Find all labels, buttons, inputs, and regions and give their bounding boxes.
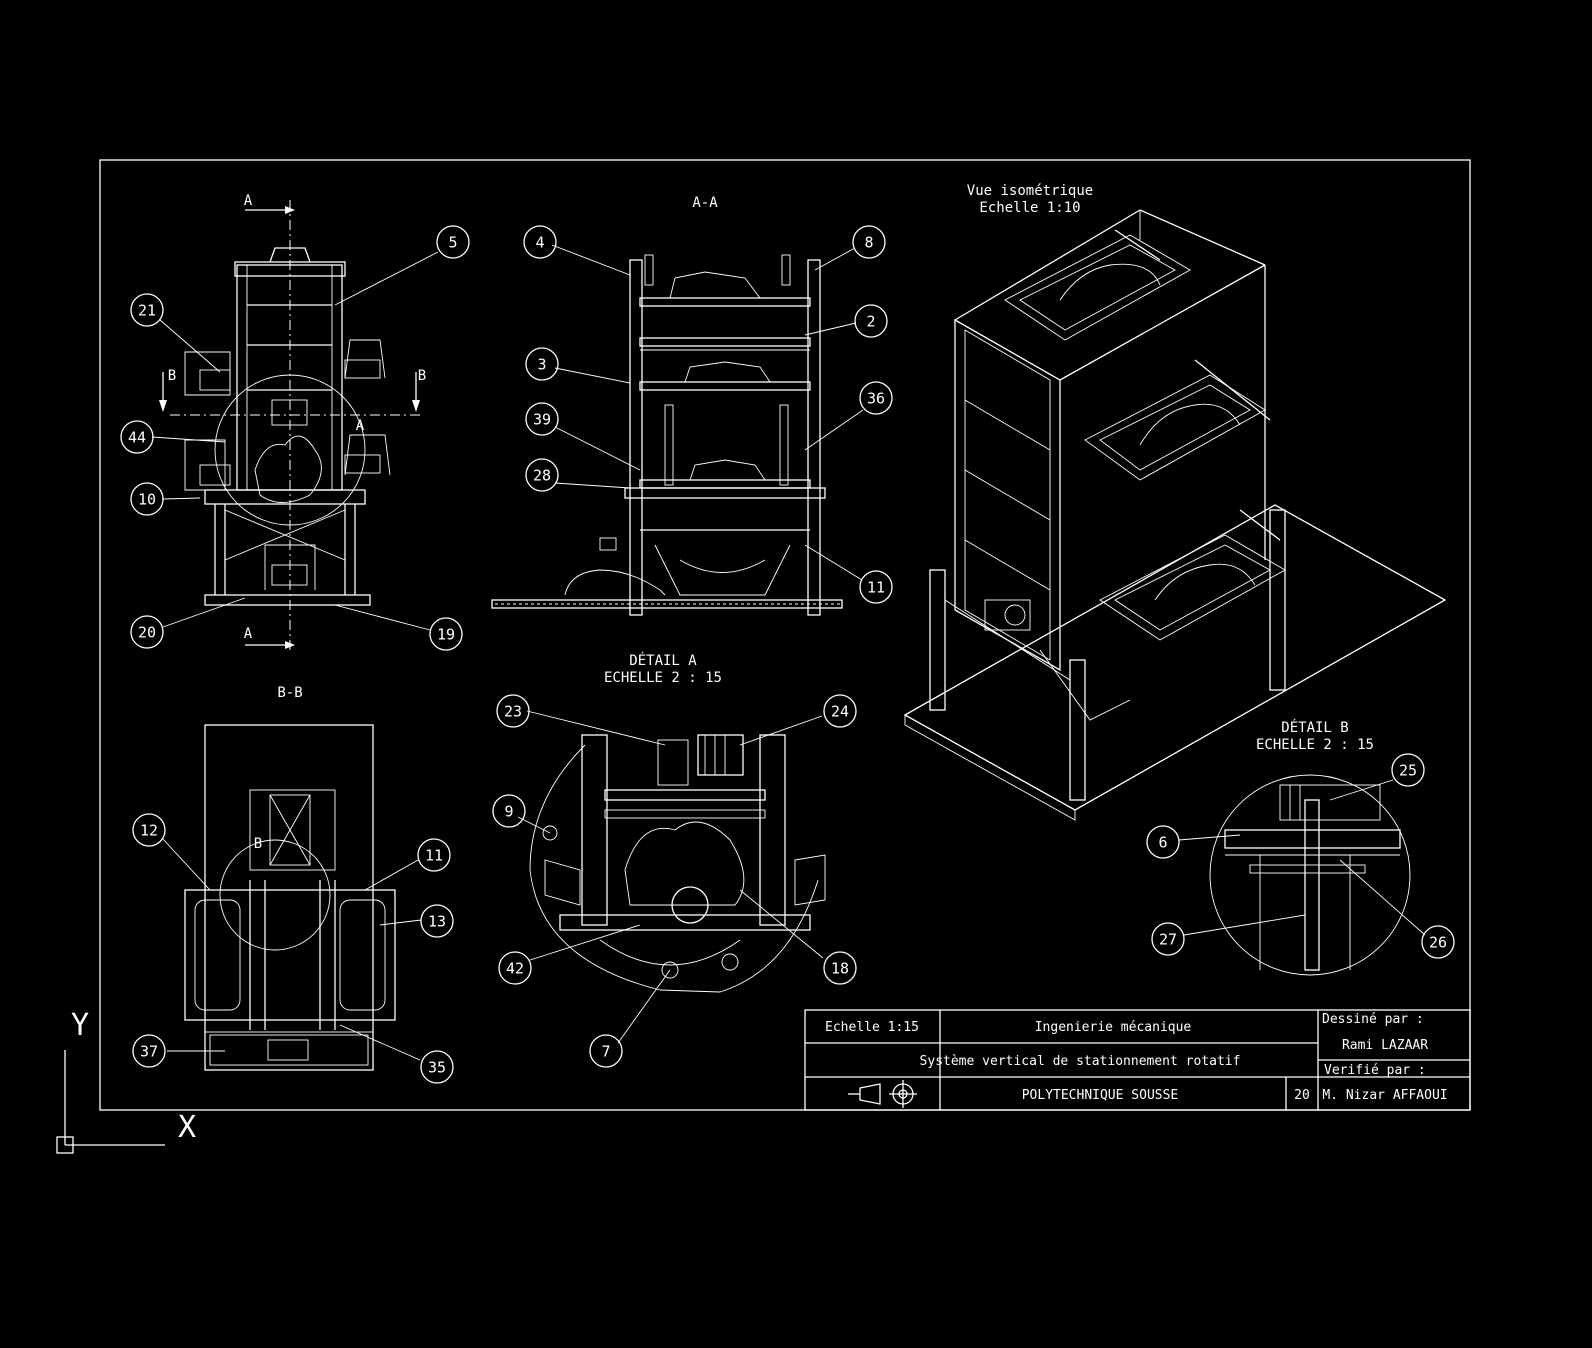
svg-text:5: 5 (448, 234, 457, 252)
balloon: 28 (525, 458, 559, 492)
svg-text:23: 23 (504, 703, 522, 721)
balloon: 7 (589, 1034, 623, 1068)
cut-b-label-right: B (418, 368, 426, 384)
detail-b-title-1: DÉTAIL B (1281, 719, 1348, 736)
balloon: 11 (859, 570, 893, 604)
projection-symbol-icon (848, 1080, 917, 1108)
svg-text:8: 8 (864, 234, 873, 252)
drawn-by-name: Rami LAZAAR (1342, 1038, 1428, 1053)
svg-text:10: 10 (138, 491, 156, 509)
sheet-number: 20 (1294, 1088, 1310, 1103)
svg-text:35: 35 (428, 1059, 446, 1077)
svg-text:11: 11 (867, 579, 885, 597)
balloon: 11 (417, 838, 451, 872)
balloon: 10 (130, 482, 164, 516)
cut-a-label-top: A (244, 193, 253, 209)
leader-lines (151, 244, 1426, 1061)
balloon: 44 (120, 420, 154, 454)
balloon: 9 (492, 794, 526, 828)
checked-by-name: M. Nizar AFFAOUI (1322, 1088, 1447, 1103)
balloon: 19 (429, 617, 463, 651)
svg-text:2: 2 (866, 313, 875, 331)
detail-b-marker: B (254, 836, 262, 852)
balloon: 12 (132, 813, 166, 847)
svg-text:18: 18 (831, 960, 849, 978)
detail-b-view: DÉTAIL B ECHELLE 2 : 15 (1209, 719, 1411, 976)
balloon: 2 (854, 304, 888, 338)
svg-text:25: 25 (1399, 762, 1417, 780)
balloon: 36 (859, 381, 893, 415)
balloon: 24 (823, 694, 857, 728)
svg-text:11: 11 (425, 847, 443, 865)
balloon: 5 (436, 225, 470, 259)
svg-text:19: 19 (437, 626, 455, 644)
svg-text:20: 20 (138, 624, 156, 642)
svg-text:44: 44 (128, 429, 146, 447)
svg-text:6: 6 (1158, 834, 1167, 852)
balloon: 13 (420, 904, 454, 938)
school-text: POLYTECHNIQUE SOUSSE (1022, 1088, 1179, 1103)
balloon: 6 (1146, 825, 1180, 859)
svg-text:21: 21 (138, 302, 156, 320)
section-aa-title: A-A (692, 195, 718, 211)
balloon: 20 (130, 615, 164, 649)
balloon: 42 (498, 951, 532, 985)
balloon: 3 (525, 347, 559, 381)
detail-b-title-2: ECHELLE 2 : 15 (1256, 737, 1374, 753)
svg-text:3: 3 (537, 356, 546, 374)
svg-text:37: 37 (140, 1043, 158, 1061)
svg-text:28: 28 (533, 467, 551, 485)
title-block: Echelle 1:15 Ingenierie mécanique Systèm… (804, 1009, 1471, 1111)
svg-text:27: 27 (1159, 931, 1177, 949)
drawn-by-label: Dessiné par : (1322, 1012, 1424, 1027)
cut-b-label-left: B (168, 368, 176, 384)
drawing-frame (99, 159, 1471, 1111)
iso-title-2: Echelle 1:10 (979, 200, 1080, 216)
section-bb-view: B-B B (184, 685, 396, 1071)
section-aa-view: A-A (491, 195, 843, 616)
balloon: 35 (420, 1050, 454, 1084)
balloon: 25 (1391, 753, 1425, 787)
balloon: 8 (852, 225, 886, 259)
drawing-title: Système vertical de stationnement rotati… (920, 1054, 1241, 1069)
balloon: 39 (525, 402, 559, 436)
detail-a-title-2: ECHELLE 2 : 15 (604, 670, 722, 686)
scale-text: Echelle 1:15 (825, 1020, 919, 1035)
ucs-x-label: X (178, 1110, 196, 1145)
svg-text:13: 13 (428, 913, 446, 931)
svg-text:24: 24 (831, 703, 849, 721)
front-view: A A B B A (159, 193, 426, 650)
balloon: 23 (496, 694, 530, 728)
isometric-view: Vue isométrique Echelle 1:10 (903, 183, 1447, 821)
svg-text:12: 12 (140, 822, 158, 840)
balloon: 37 (132, 1034, 166, 1068)
detail-a-marker: A (356, 418, 365, 434)
balloon: 18 (823, 951, 857, 985)
svg-text:39: 39 (533, 411, 551, 429)
balloon: 27 (1151, 922, 1185, 956)
svg-text:9: 9 (504, 803, 513, 821)
svg-text:42: 42 (506, 960, 524, 978)
balloons: 5 21 44 10 20 19 4 8 2 3 36 39 28 11 12 … (120, 225, 1455, 1084)
ucs-y-label: Y (71, 1008, 89, 1043)
balloon: 26 (1421, 925, 1455, 959)
cut-a-label-bottom: A (244, 626, 253, 642)
svg-text:7: 7 (601, 1043, 610, 1061)
detail-a-title-1: DÉTAIL A (629, 652, 697, 669)
section-bb-title: B-B (277, 685, 302, 701)
svg-text:4: 4 (535, 234, 544, 252)
svg-text:26: 26 (1429, 934, 1447, 952)
balloon: 21 (130, 293, 164, 327)
iso-title-1: Vue isométrique (967, 183, 1093, 199)
svg-text:36: 36 (867, 390, 885, 408)
checked-by-label: Verifié par : (1324, 1063, 1426, 1078)
ucs-icon: Y X (56, 1008, 196, 1154)
discipline-text: Ingenierie mécanique (1035, 1020, 1192, 1035)
detail-a-view: DÉTAIL A ECHELLE 2 : 15 (529, 652, 826, 993)
balloon: 4 (523, 225, 557, 259)
